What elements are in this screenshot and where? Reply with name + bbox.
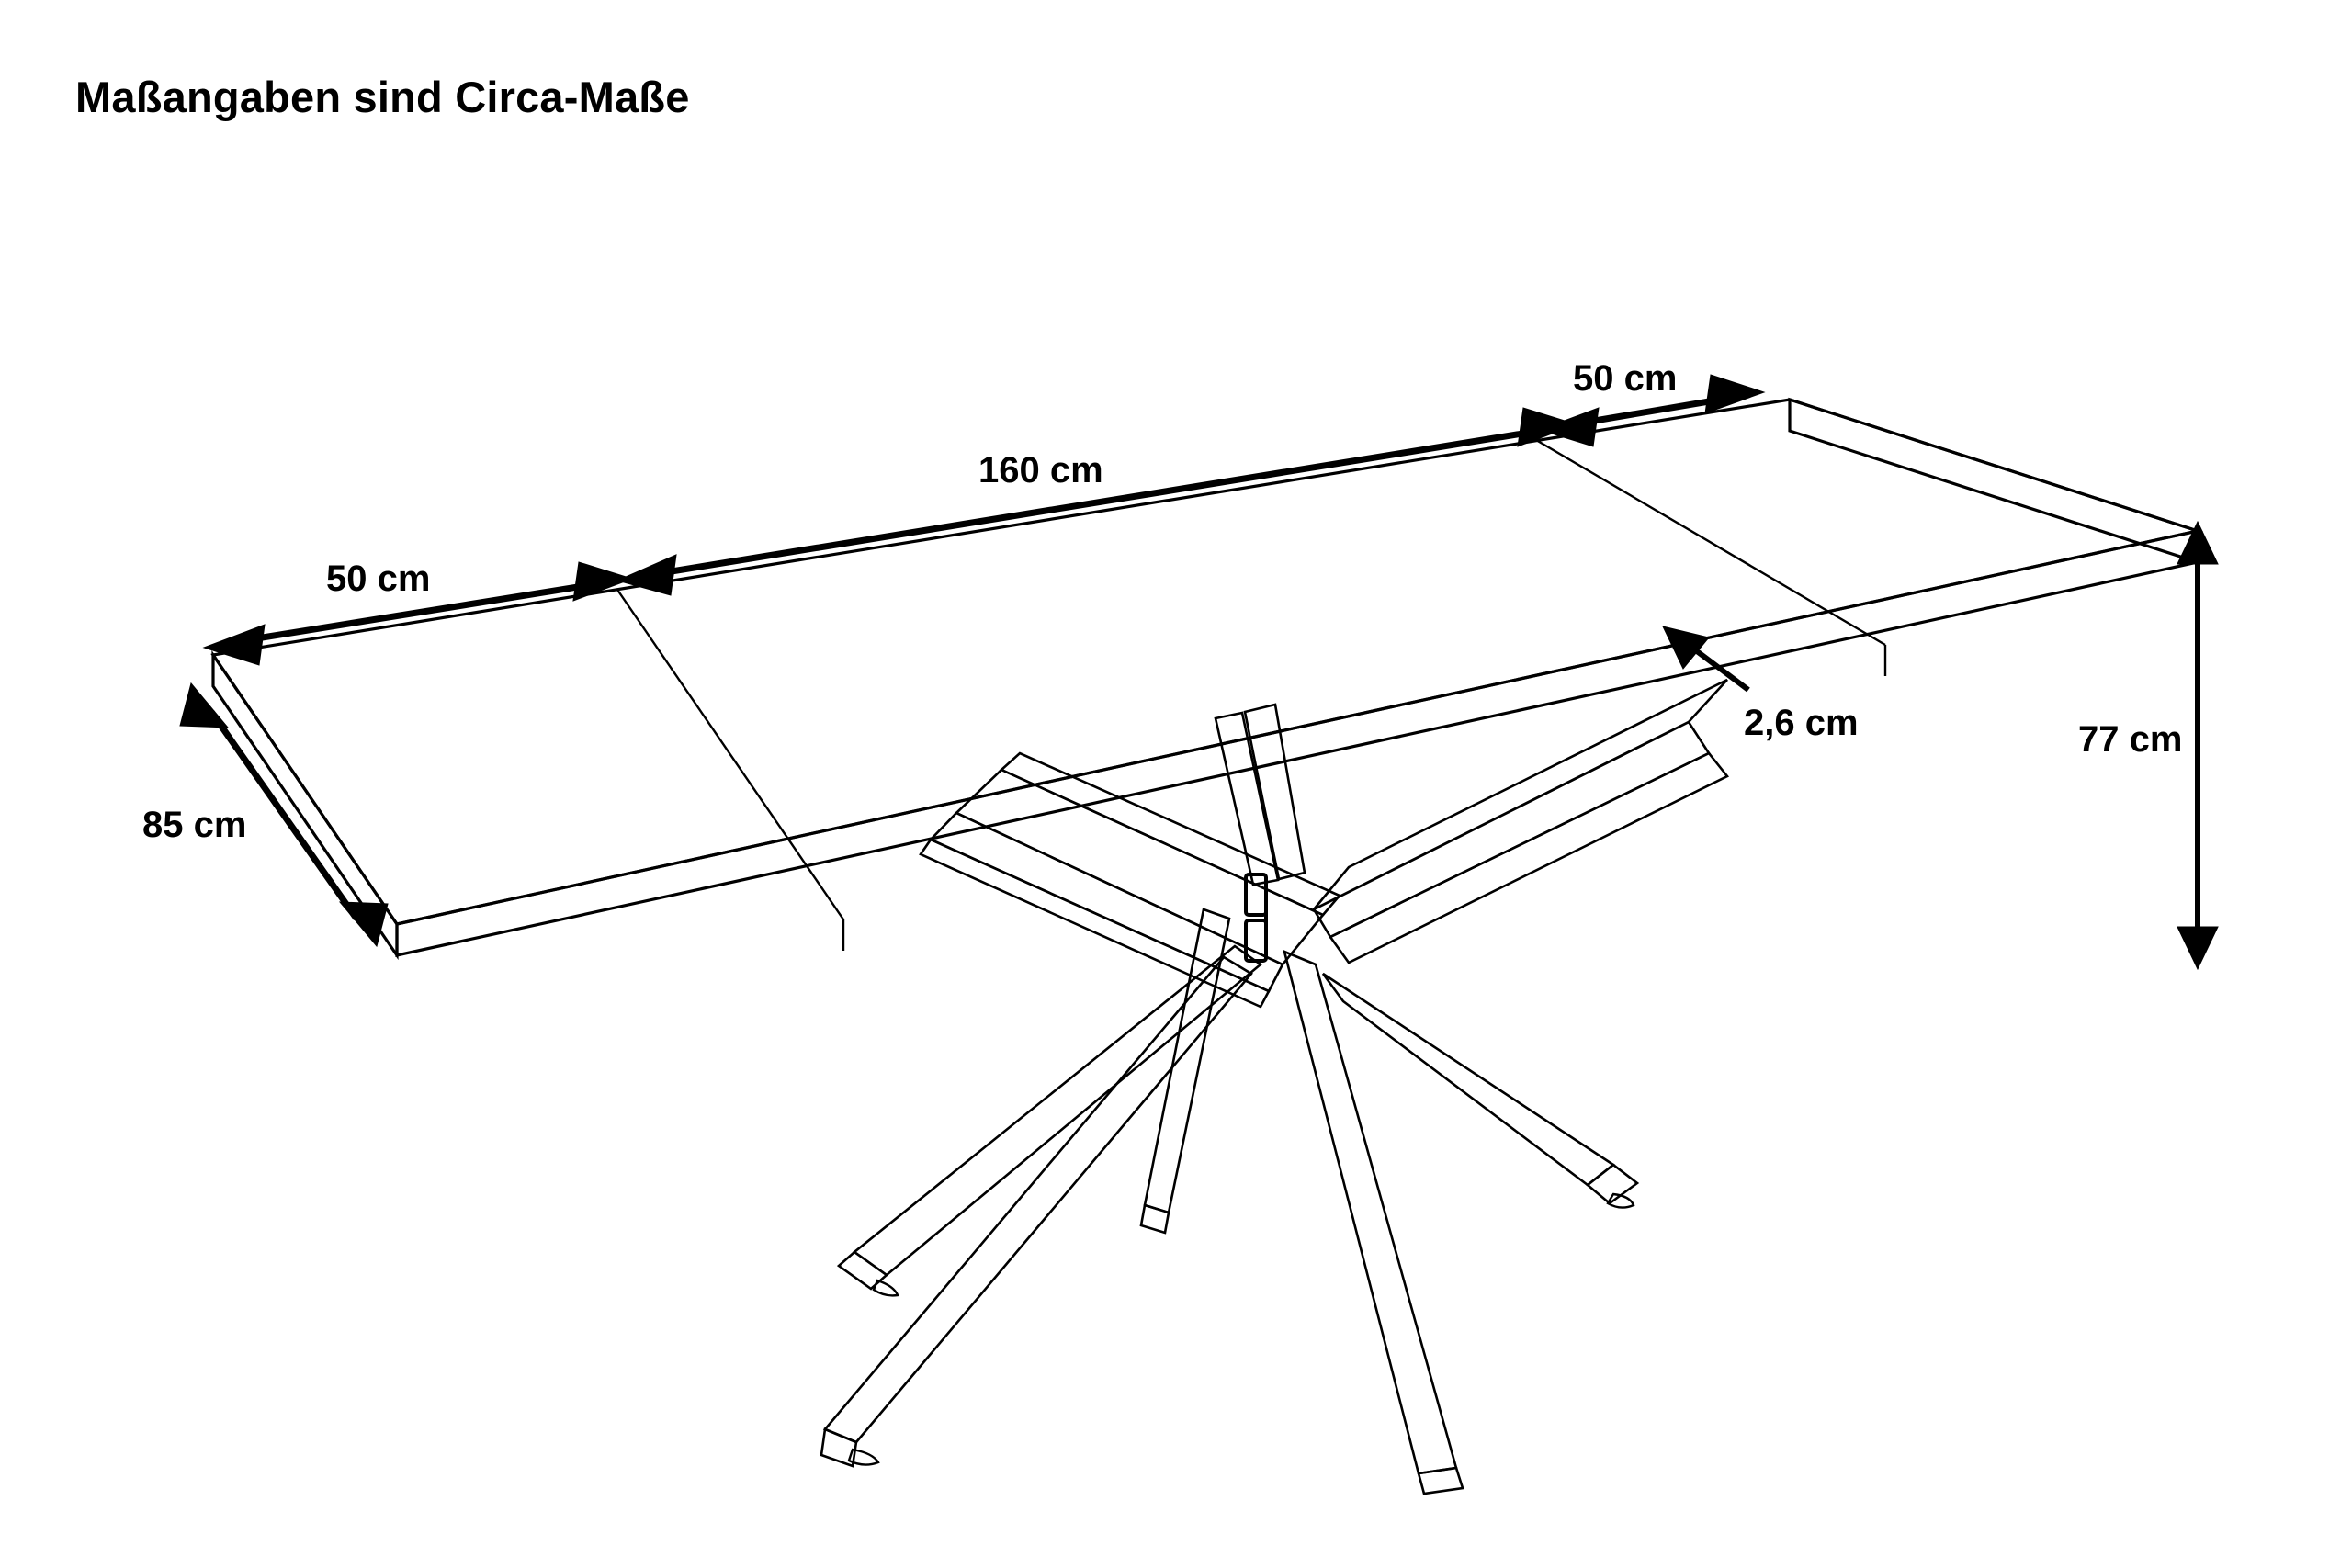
dimension-label-50cm-right: 50 cm	[1573, 358, 1678, 399]
center-column-left	[1214, 711, 1280, 886]
foot-front-left	[872, 1279, 899, 1297]
leg-front-right-foot-cap	[1417, 1466, 1464, 1495]
leg-stub-mid-foot	[1139, 1203, 1170, 1235]
foot-far-right	[1606, 1192, 1635, 1209]
table-top-upper-face	[210, 398, 2204, 926]
arrowhead-77-bottom	[2177, 926, 2219, 971]
dimline-85	[209, 709, 359, 921]
arrowhead-77-top	[2177, 520, 2219, 565]
arrowhead-50-left-inner	[572, 561, 634, 602]
dimension-label-160cm: 160 cm	[978, 450, 1103, 491]
arrowhead-85-top	[179, 682, 230, 728]
leg-back-left-underside	[919, 838, 1271, 1009]
arrowhead-50-right-outer	[1704, 374, 1766, 414]
leg-front-left-lower	[836, 1250, 889, 1291]
leg-back-right-upper	[1312, 720, 1711, 939]
arrowhead-50-right-inner	[1538, 407, 1600, 447]
dimline-160	[642, 425, 1552, 580]
leg-far-right-foot	[1585, 1163, 1640, 1205]
table-leg-group	[820, 678, 1730, 1495]
table-top-right-edge	[1788, 397, 2199, 565]
strut-back-left-upper	[954, 768, 1326, 966]
dimline-50-left	[227, 579, 607, 647]
dimension-lines-group	[179, 374, 2219, 971]
leg-front-left	[852, 944, 1263, 1277]
leg-far-left	[822, 955, 1253, 1444]
dimension-label-26cm: 2,6 cm	[1744, 703, 1859, 743]
leg-far-right	[1321, 972, 1616, 1187]
leg-back-right	[1329, 751, 1730, 964]
leg-front-right	[1283, 949, 1458, 1475]
dimension-label-85cm: 85 cm	[142, 805, 247, 845]
seam-left-extension	[616, 589, 844, 920]
strut-back-right	[1312, 678, 1728, 911]
dimension-label-50cm-left: 50 cm	[326, 558, 431, 599]
arrowhead-85-bottom	[338, 901, 389, 948]
dimension-label-77cm: 77 cm	[2078, 719, 2183, 760]
foot-far-left	[847, 1448, 880, 1466]
page-title: Maßangaben sind Circa-Maße	[75, 73, 690, 121]
arrowhead-26	[1662, 626, 1710, 670]
leg-back-left	[928, 811, 1284, 993]
center-column-right	[1243, 703, 1306, 881]
arrowhead-50-left-outer	[202, 624, 266, 666]
strut-upper-left	[999, 751, 1342, 917]
seam-right-extension	[1535, 438, 1886, 647]
arrowhead-160-left	[616, 554, 677, 596]
leg-far-left-foot-cap	[820, 1427, 858, 1468]
